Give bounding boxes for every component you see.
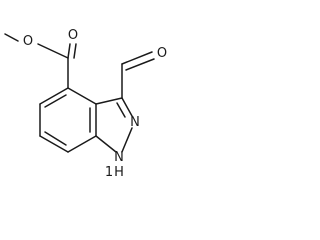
bond-oxygen-carbonyl-carbon — [37, 43, 69, 59]
bond-ring-c4-c5 — [39, 87, 69, 105]
ester-carbonyl-oxygen-label: O — [68, 28, 78, 43]
bond-aldehyde-carbon-oxygen — [121, 51, 153, 65]
bond-ring-c7-c7a — [67, 135, 97, 153]
n1-hydrogen-label: H — [114, 165, 124, 180]
bond-carbonyl-double-2 — [73, 43, 77, 59]
ester-ether-oxygen-label: O — [23, 34, 33, 49]
bond-carbonyl-double-1 — [67, 43, 71, 59]
n1-locant-label: 1 — [105, 165, 113, 180]
bond-c3-n2 — [121, 97, 133, 117]
aldehyde-oxygen-label: O — [157, 46, 167, 61]
bond-ring-inner-double-2 — [44, 131, 67, 146]
n1-label: N — [114, 150, 124, 165]
bond-n2-n1 — [121, 127, 133, 153]
bond-ring-c3a-c4 — [67, 87, 97, 105]
chemical-structure-diagram: O O O N N H 1 — [4, 28, 167, 180]
bond-n1-c7a — [95, 135, 117, 153]
bond-ring-inner-double-1 — [44, 94, 67, 108]
bond-methyl-oxygen — [4, 33, 19, 42]
bond-ring-c6-c7 — [39, 135, 69, 153]
n2-label: N — [130, 115, 140, 130]
bond-c3-n2-double — [116, 102, 126, 118]
bond-c3a-c3 — [95, 97, 123, 105]
bond-aldehyde-double — [125, 58, 155, 71]
